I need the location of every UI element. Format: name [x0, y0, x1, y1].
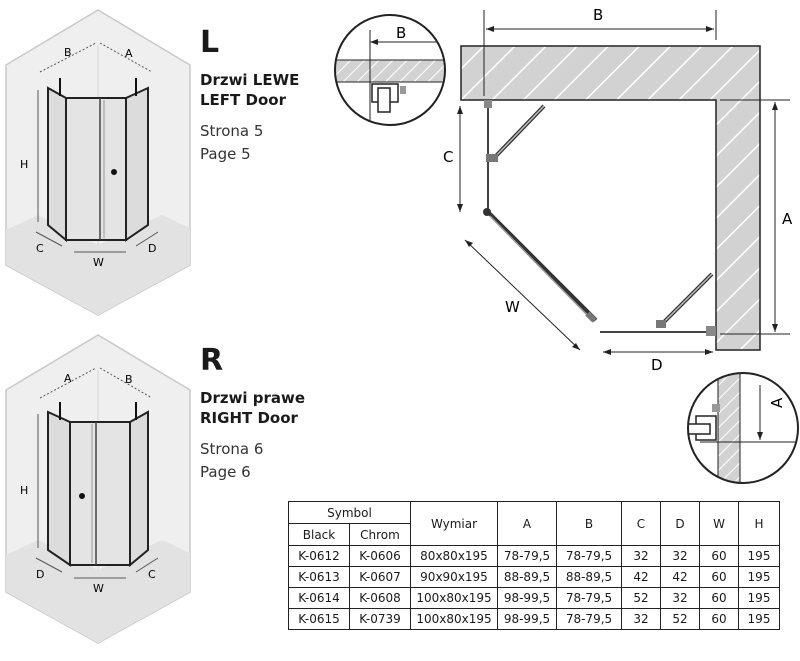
dim-h-label: H — [20, 484, 28, 497]
plan-dim-b-label: B — [593, 6, 603, 24]
dim-b-label: B — [64, 46, 72, 59]
table-cell: 195 — [738, 566, 780, 588]
table-row: K-0613 K-0607 90x90x195 88-89,5 88-89,5 … — [288, 566, 780, 588]
col-header-black: Black — [288, 523, 350, 546]
left-door-title-pl: Drzwi LEWE — [200, 71, 300, 89]
table-cell: 88-89,5 — [497, 566, 557, 588]
table-cell: 32 — [621, 608, 661, 630]
dim-c-label: C — [148, 568, 156, 581]
room-floor — [6, 215, 190, 315]
left-variant-letter: L — [200, 25, 220, 60]
symbol-header: Symbol — [288, 501, 411, 524]
right-door-title-en: RIGHT Door — [200, 409, 298, 427]
table-cell: 60 — [699, 608, 739, 630]
table-cell: 80x80x195 — [410, 545, 498, 567]
left-door-title-en: LEFT Door — [200, 91, 286, 109]
plan-dim-w-label: W — [505, 298, 520, 316]
dim-d-label: D — [36, 568, 44, 581]
table-cell: 195 — [738, 545, 780, 567]
table-cell: 195 — [738, 608, 780, 630]
table-cell: 78-79,5 — [497, 545, 557, 567]
dim-c-label: C — [36, 242, 44, 255]
table-row: K-0615 K-0739 100x80x195 98-99,5 78-79,5… — [288, 608, 780, 630]
table-cell: 100x80x195 — [410, 608, 498, 630]
table-cell: K-0739 — [349, 608, 411, 630]
wall-hatched — [460, 45, 761, 351]
right-variant-letter: R — [200, 343, 224, 378]
dim-a-label: A — [64, 372, 72, 385]
dim-w-label: W — [93, 256, 104, 269]
table-cell: K-0613 — [288, 566, 350, 588]
table-cell: 42 — [660, 566, 700, 588]
plan-dim-c-label: C — [443, 148, 453, 166]
dim-d-label: D — [148, 242, 156, 255]
table-cell: K-0612 — [288, 545, 350, 567]
detail-a-label: A — [768, 397, 786, 408]
left-door-page-en: Page 5 — [200, 145, 251, 163]
table-cell: K-0608 — [349, 587, 411, 609]
table-cell: 32 — [660, 587, 700, 609]
table-cell: 42 — [621, 566, 661, 588]
left-door-illustration: B A H C W D — [5, 9, 191, 316]
plan-dim-a-label: A — [782, 210, 793, 228]
right-door-page-en: Page 6 — [200, 463, 251, 481]
table-row: K-0614 K-0608 100x80x195 98-99,5 78-79,5… — [288, 587, 780, 609]
table-cell: 98-99,5 — [497, 608, 557, 630]
table-cell: 88-89,5 — [556, 566, 622, 588]
left-door-page-pl: Strona 5 — [200, 122, 264, 140]
table-cell: 52 — [660, 608, 700, 630]
right-door-page-pl: Strona 6 — [200, 440, 264, 458]
plan-view-diagram: B A C W D B — [334, 6, 799, 484]
table-cell: 195 — [738, 587, 780, 609]
table-cell: 60 — [699, 545, 739, 567]
table-cell: 78-79,5 — [556, 587, 622, 609]
table-cell: 52 — [621, 587, 661, 609]
right-door-illustration: A B H D W C — [5, 334, 191, 644]
plan-dim-d-label: D — [651, 356, 663, 374]
table-cell: 90x90x195 — [410, 566, 498, 588]
col-header-wymiar: Wymiar — [410, 501, 498, 546]
col-header-chrom: Chrom — [349, 523, 411, 546]
table-cell: 78-79,5 — [556, 545, 622, 567]
table-cell: 32 — [660, 545, 700, 567]
dim-h-label: H — [20, 158, 28, 171]
table-cell: K-0607 — [349, 566, 411, 588]
dim-b-label: B — [125, 373, 133, 386]
col-header-w: W — [699, 501, 739, 546]
right-door-title-pl: Drzwi prawe — [200, 389, 306, 407]
dimensions-table: Symbol Wymiar A B C D W H Black Chrom K-… — [288, 501, 780, 630]
table-cell: K-0615 — [288, 608, 350, 630]
room-floor — [6, 540, 190, 643]
table-cell: 78-79,5 — [556, 608, 622, 630]
col-header-c: C — [621, 501, 661, 546]
table-cell: K-0606 — [349, 545, 411, 567]
dim-a-label: A — [125, 47, 133, 60]
table-row: K-0612 K-0606 80x80x195 78-79,5 78-79,5 … — [288, 545, 780, 567]
table-cell: 60 — [699, 566, 739, 588]
table-cell: 98-99,5 — [497, 587, 557, 609]
table-cell: 60 — [699, 587, 739, 609]
table-cell: 100x80x195 — [410, 587, 498, 609]
table-cell: K-0614 — [288, 587, 350, 609]
col-header-b: B — [556, 501, 622, 546]
col-header-h: H — [738, 501, 780, 546]
detail-b-label: B — [396, 24, 406, 42]
col-header-a: A — [497, 501, 557, 546]
table-cell: 32 — [621, 545, 661, 567]
col-header-d: D — [660, 501, 700, 546]
dim-w-label: W — [93, 582, 104, 595]
